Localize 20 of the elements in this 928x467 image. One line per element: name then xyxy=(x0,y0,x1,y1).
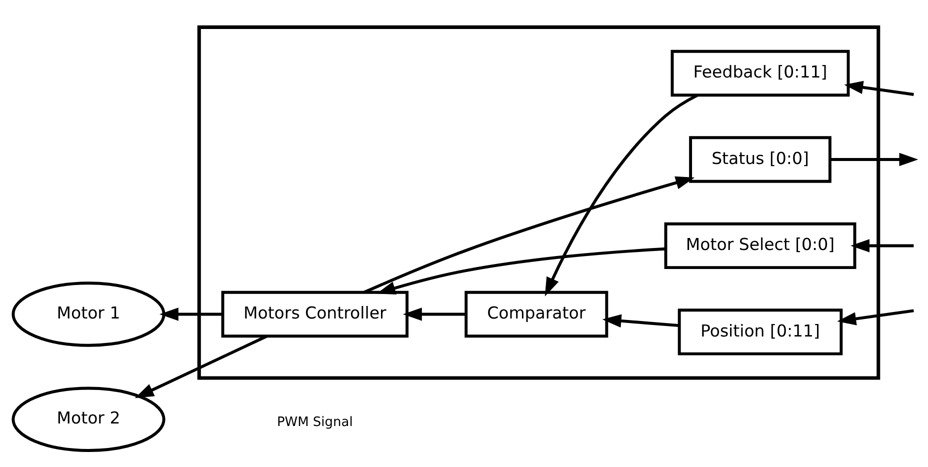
node-ellipse: Motor 2 xyxy=(12,386,166,452)
arrow xyxy=(364,176,695,294)
node-box: Comparator xyxy=(464,290,608,338)
arrow xyxy=(159,307,223,320)
arrow xyxy=(844,80,914,96)
arrow xyxy=(602,314,680,328)
cluster xyxy=(197,24,880,380)
node-ellipse: Motor 1 xyxy=(12,281,166,346)
node-box: Motors Controller xyxy=(221,290,409,338)
node-box: Status [0:0] xyxy=(689,136,832,182)
arrow xyxy=(830,152,918,166)
arrow xyxy=(402,307,466,320)
node-box: Position [0:11] xyxy=(678,308,843,355)
arrow xyxy=(376,246,666,294)
arrow xyxy=(837,308,914,325)
arrow xyxy=(850,238,914,252)
node-box: Motor Select [0:0] xyxy=(664,222,856,269)
arrow xyxy=(544,94,698,296)
node-box: Feedback [0:11] xyxy=(670,49,850,96)
label: PWM Signal xyxy=(276,414,353,430)
